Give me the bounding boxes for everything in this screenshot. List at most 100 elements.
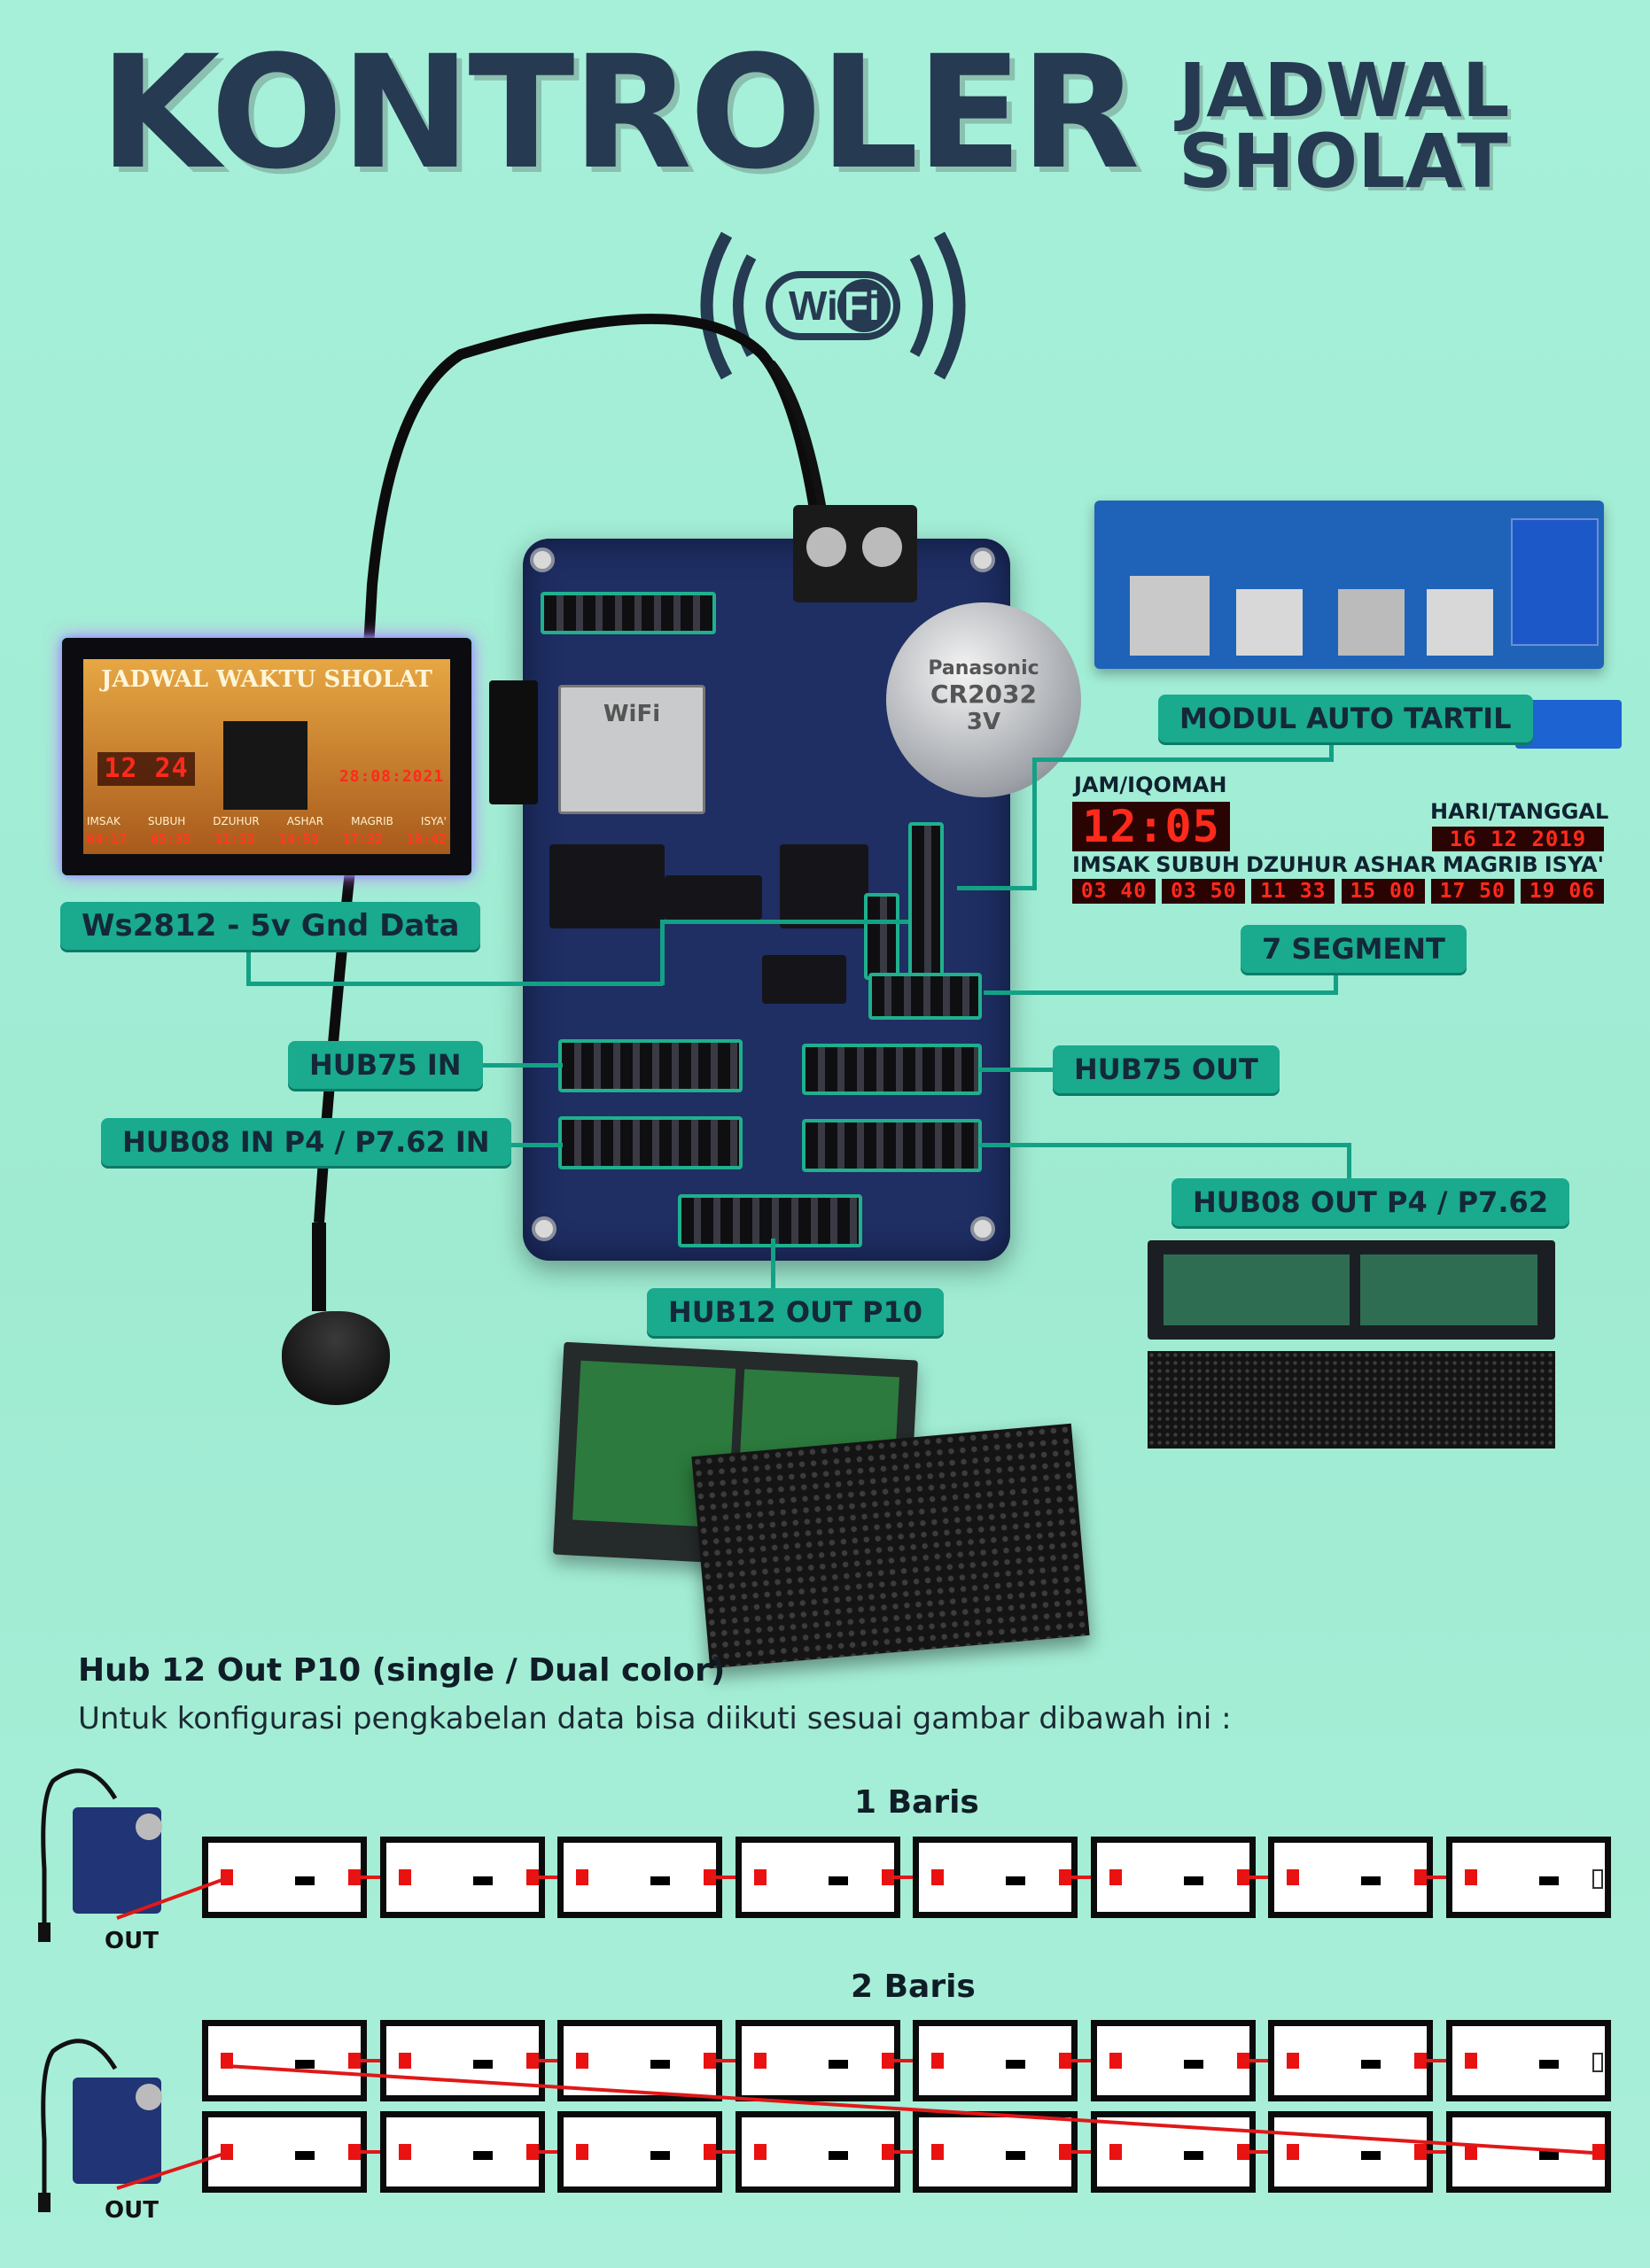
panel-connector-bar (472, 1876, 493, 1885)
label-ws2812: Ws2812 - 5v Gnd Data (60, 902, 481, 950)
jam-label: JAM/IQOMAH (1074, 773, 1227, 797)
hub08-panel-front (1148, 1351, 1555, 1449)
panel-connector-bar (828, 1876, 848, 1885)
panel-link-wire (1420, 1876, 1456, 1879)
jam-value: 12:05 (1072, 802, 1230, 851)
p10-panel-cell (202, 2111, 367, 2193)
chip (665, 875, 762, 920)
mounting-hole (530, 548, 555, 572)
panel-connector-bar (295, 2060, 315, 2069)
panel-connector-bar (650, 2060, 670, 2069)
input-connector (221, 2144, 233, 2160)
label-hub12-out: HUB12 OUT P10 (647, 1288, 944, 1336)
header-hub12-out (678, 1194, 862, 1247)
chip (549, 844, 665, 928)
p10-panel-cell (1268, 2020, 1433, 2101)
panel-connector-bar (650, 1876, 670, 1885)
p10-panel-front (691, 1423, 1090, 1669)
subtitle-line-2: SHOLAT (1179, 118, 1508, 205)
segment-prayer-value: 11 33 (1251, 879, 1335, 904)
hub08-panel-back (1148, 1240, 1555, 1340)
display-clock: 12 24 (97, 752, 195, 786)
panel-connector-bar (1183, 1876, 1203, 1885)
panel-connector-bar (1538, 2151, 1559, 2160)
input-connector (576, 2144, 588, 2160)
output-connector (1592, 2053, 1603, 2072)
chip (780, 844, 868, 928)
connector-line (1032, 757, 1037, 890)
usb-port (1427, 589, 1493, 656)
input-connector (398, 2053, 411, 2069)
panel-link-wire (354, 2150, 390, 2154)
display-prayer-labels: IMSAK SUBUH DZUHUR ASHAR MAGRIB ISYA' (87, 815, 447, 827)
panel-connector-bar (295, 2151, 315, 2160)
p10-panel-cell (557, 2020, 722, 2101)
page-title: KONTROLER (99, 22, 1140, 204)
panel-link-wire (710, 1876, 745, 1879)
chip (762, 955, 846, 1004)
segment-prayer-value: 03 40 (1072, 879, 1156, 904)
input-connector (1464, 2053, 1477, 2069)
wifi-text-right: Fi (844, 283, 880, 329)
panel-connector-bar (1006, 2151, 1025, 2160)
segment-prayer-label: SUBUH (1156, 852, 1240, 877)
display-preview: JADWAL WAKTU SHOLAT 12 24 28:08:2021 IMS… (62, 638, 471, 875)
connector-line (474, 1143, 563, 1147)
prayer-time: 05:35 (151, 831, 191, 847)
prayer-label: MAGRIB (351, 815, 393, 827)
panel-connector-bar (1538, 2060, 1559, 2069)
input-connector (1287, 2053, 1299, 2069)
segment-prayer-label: MAGRIB (1442, 852, 1538, 877)
connector-line (246, 982, 663, 986)
input-connector (398, 1869, 411, 1885)
hari-value: 16 12 2019 (1432, 827, 1604, 851)
sd-slot (1130, 576, 1210, 656)
connector-line (1032, 757, 1334, 762)
panel-link-wire (354, 1876, 390, 1879)
panel-link-wire (532, 2150, 568, 2154)
p10-panel-cell (557, 2111, 722, 2193)
input-connector (1464, 1869, 1477, 1885)
panel-link-wire (887, 1876, 923, 1879)
connector-line (246, 948, 251, 983)
input-connector (753, 1869, 767, 1885)
esp-wifi-module: WiFi (558, 685, 705, 814)
panel-connector-bar (1183, 2151, 1203, 2160)
screw-icon (862, 527, 902, 567)
mini-controller-2 (38, 2039, 162, 2212)
input-connector (931, 2053, 944, 2069)
mounting-hole (970, 1216, 995, 1241)
panel-link-wire (1242, 1876, 1279, 1879)
wiring-subheading: Untuk konfigurasi pengkabelan data bisa … (78, 1701, 1232, 1736)
header-hub75-in (558, 1039, 743, 1092)
input-connector (753, 2144, 767, 2160)
hari-label: HARI/TANGGAL (1430, 799, 1609, 824)
label-hub08-in: HUB08 IN P4 / P7.62 IN (101, 1118, 511, 1166)
prayer-label: ISYA' (420, 815, 447, 827)
pin-header (541, 592, 716, 634)
input-connector (931, 1869, 944, 1885)
panel-link-wire (710, 2059, 745, 2062)
display-date: 28:08:2021 (339, 767, 445, 786)
segment-prayer-value: 17 50 (1430, 879, 1514, 904)
input-connector (221, 1869, 233, 1885)
panel-connector-bar (1361, 2060, 1381, 2069)
panel-connector-bar (472, 2151, 493, 2160)
panel-link-wire (887, 2150, 923, 2154)
input-connector (1287, 1869, 1299, 1885)
panel-link-wire (532, 2059, 568, 2062)
wifi-antenna-icon (489, 680, 538, 804)
prayer-time: 17:32 (342, 831, 383, 847)
prayer-label: ASHAR (286, 815, 324, 827)
segment-prayer-label: ISYA' (1544, 852, 1604, 877)
wiring-heading: Hub 12 Out P10 (single / Dual color) (78, 1652, 726, 1689)
battery-brand: Panasonic (928, 657, 1039, 680)
header-hub08-in (558, 1116, 743, 1169)
buzzer-icon (282, 1311, 390, 1405)
panel-connector-bar (1006, 2060, 1025, 2069)
segment-prayer-label: IMSAK (1072, 852, 1150, 877)
connector-line (660, 920, 908, 924)
display-screen: JADWAL WAKTU SHOLAT 12 24 28:08:2021 IMS… (83, 659, 450, 854)
wifi-logo-icon: Wi Fi (700, 231, 966, 380)
auto-tartil-module (1094, 501, 1604, 669)
